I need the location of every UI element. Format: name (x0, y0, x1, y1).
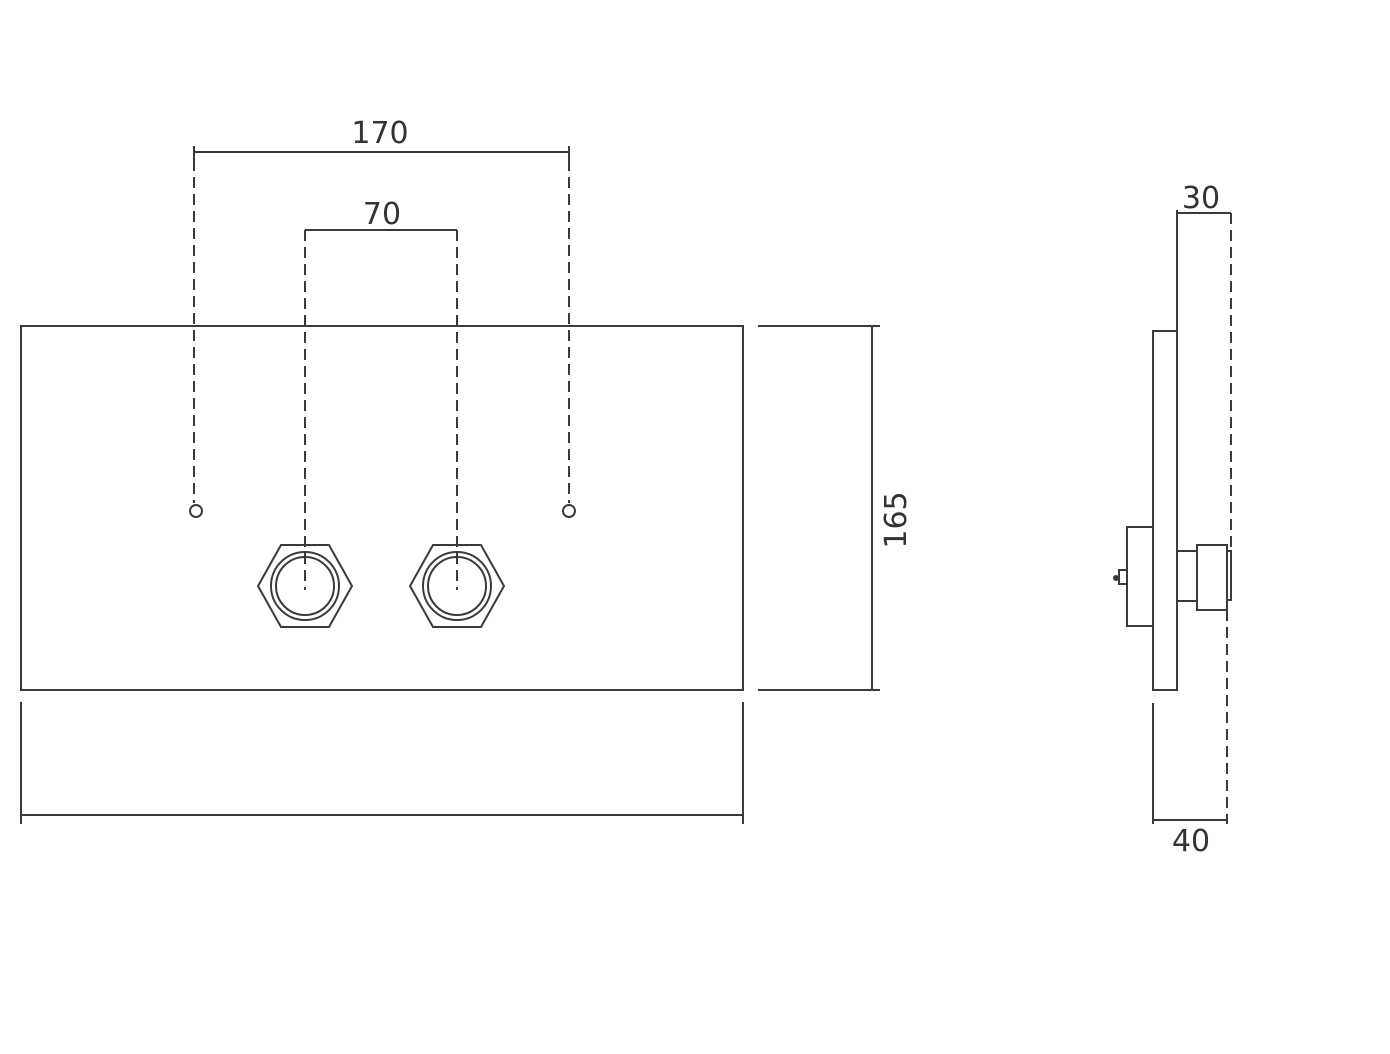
dimension-label-70: 70 (363, 197, 401, 232)
screw-hole-left (189, 504, 203, 518)
dimension-170: 170 (193, 116, 570, 503)
dimension-label-40: 40 (1172, 824, 1210, 859)
dimension-label-170: 170 (351, 116, 408, 151)
dimension-width (20, 702, 744, 824)
front-view: 170 70 165 (20, 116, 914, 824)
dimension-165: 165 (758, 325, 914, 691)
flush-button-left (256, 544, 354, 628)
side-plate (1152, 330, 1178, 691)
screw-hole-right (562, 504, 576, 518)
knob (1118, 569, 1128, 585)
button-lip (1226, 550, 1232, 601)
dimension-40: 40 (1152, 610, 1228, 859)
plate-outline (20, 325, 744, 691)
mounting-block (1126, 526, 1154, 627)
dimension-label-30: 30 (1182, 181, 1220, 216)
knob-tip (1113, 575, 1119, 581)
dimension-label-165: 165 (879, 491, 914, 548)
button-stem (1176, 550, 1198, 602)
button-cap (1196, 544, 1228, 611)
side-view: 30 40 (1113, 181, 1232, 859)
dimension-70: 70 (304, 197, 458, 590)
dimension-30: 30 (1176, 181, 1232, 551)
flush-button-right (408, 544, 506, 628)
